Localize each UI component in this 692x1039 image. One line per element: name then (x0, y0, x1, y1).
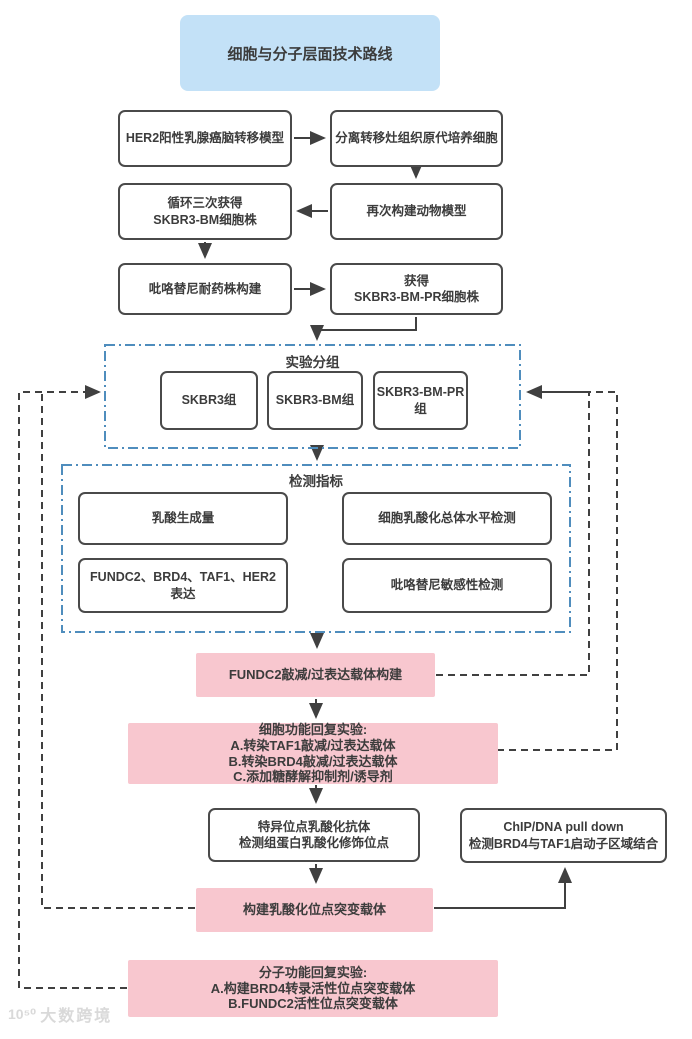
node-chip-pulldown: ChIP/DNA pull down 检测BRD4与TAF1启动子区域结合 (460, 808, 667, 863)
node-expression: FUNDC2、BRD4、TAF1、HER2 表达 (78, 558, 288, 613)
node-lactate-production: 乳酸生成量 (78, 492, 288, 545)
node-primary-culture: 分离转移灶组织原代培养细胞 (330, 110, 503, 167)
node-fundc2-vector: FUNDC2敲减/过表达载体构建 (196, 653, 435, 697)
node-pyrotinib-sensitivity: 吡咯替尼敏感性检测 (342, 558, 552, 613)
node-site-specific-antibody: 特异位点乳酸化抗体 检测组蛋白乳酸化修饰位点 (208, 808, 420, 862)
node-molecular-function-rescue: 分子功能回复实验: A.构建BRD4转录活性位点突变载体 B.FUNDC2活性位… (128, 960, 498, 1017)
node-obtain-pr: 获得 SKBR3-BM-PR细胞株 (330, 263, 503, 315)
node-group-skbr3-bm-pr: SKBR3-BM-PR组 (373, 371, 468, 430)
node-mutant-vector: 构建乳酸化位点突变载体 (196, 888, 433, 932)
diagram-title: 细胞与分子层面技术路线 (180, 15, 440, 91)
watermark: 10⁵⁰ 大数跨境 (8, 1002, 112, 1026)
watermark-text: 大数跨境 (40, 1008, 113, 1025)
watermark-logo-icon: 10⁵⁰ (8, 1005, 37, 1022)
node-cycle-skbr3-bm: 循环三次获得 SKBR3-BM细胞株 (118, 183, 292, 240)
node-her2-model: HER2阳性乳腺癌脑转移模型 (118, 110, 292, 167)
indicators-container-title: 检测指标 (289, 474, 343, 489)
node-group-skbr3-bm: SKBR3-BM组 (267, 371, 363, 430)
node-cell-function-rescue: 细胞功能回复实验: A.转染TAF1敲减/过表达载体 B.转染BRD4敲减/过表… (128, 722, 498, 784)
grouping-container-title: 实验分组 (285, 355, 340, 370)
node-pyrotinib-resistant: 吡咯替尼耐药株构建 (118, 263, 292, 315)
node-lactylation-level: 细胞乳酸化总体水平检测 (342, 492, 552, 545)
node-group-skbr3: SKBR3组 (160, 371, 258, 430)
node-rebuild-animal: 再次构建动物模型 (330, 183, 503, 240)
